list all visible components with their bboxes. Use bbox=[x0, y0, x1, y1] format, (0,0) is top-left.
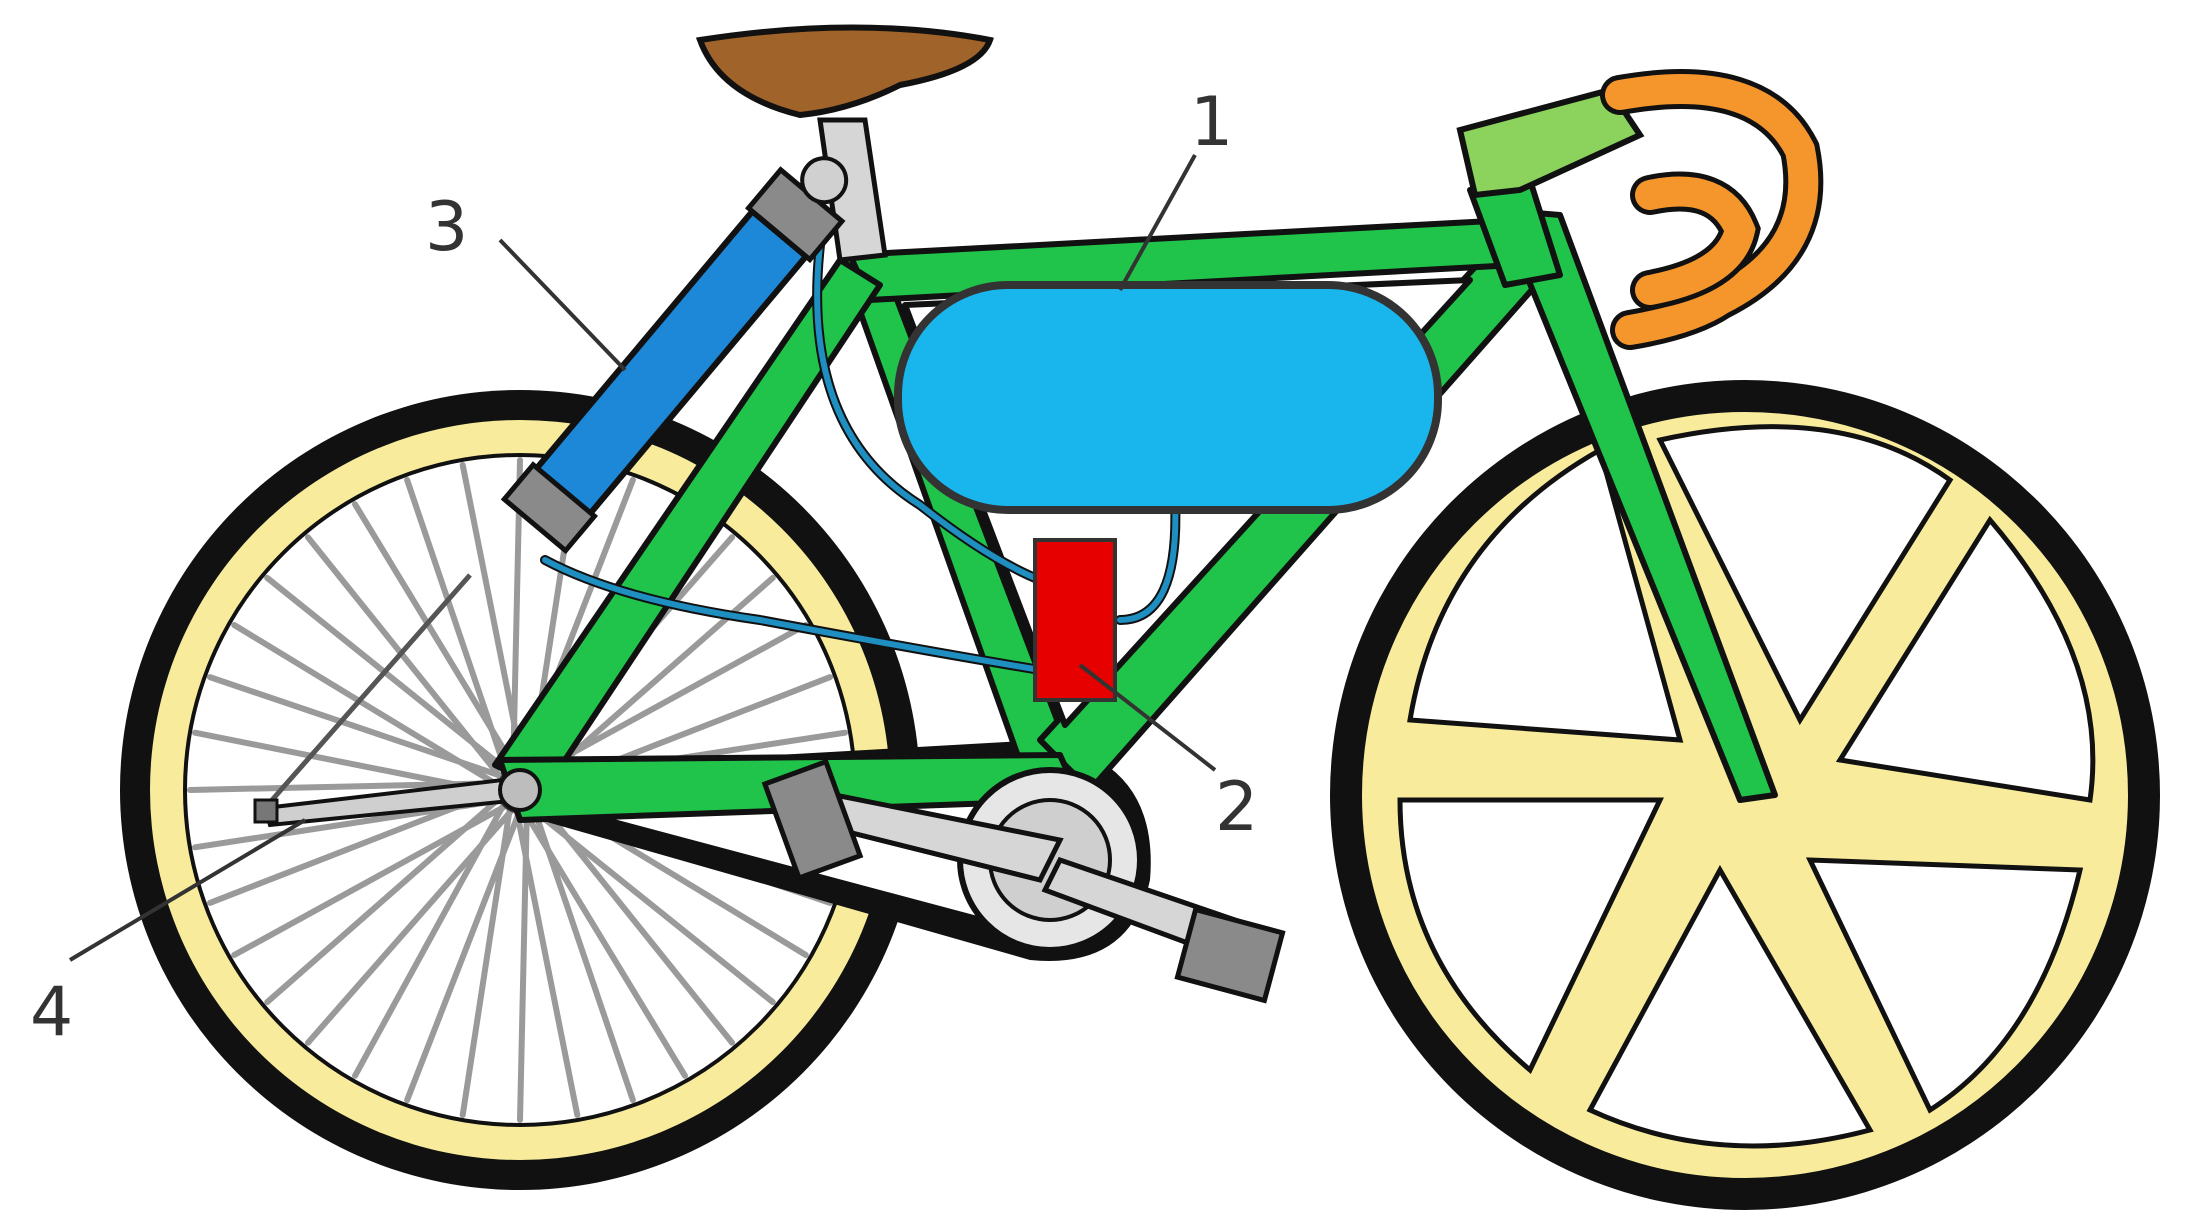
rear-spoke bbox=[304, 805, 517, 1046]
rear-spoke bbox=[534, 797, 736, 1046]
leader-1 bbox=[1118, 154, 1197, 291]
rear-spoke bbox=[304, 534, 506, 783]
handlebar-drop bbox=[1635, 176, 1756, 305]
stem bbox=[1456, 86, 1645, 199]
leader-3 bbox=[498, 238, 627, 372]
hose-right bbox=[1117, 497, 1179, 623]
handlebar bbox=[1605, 74, 1819, 345]
callout-3: 3 bbox=[425, 188, 468, 267]
callout-2: 2 bbox=[1215, 768, 1258, 847]
rod-line bbox=[263, 573, 472, 810]
crankset bbox=[498, 758, 1286, 1004]
rod-end bbox=[253, 798, 279, 824]
rear-spoke bbox=[231, 622, 504, 790]
front-spoke-gap-5 bbox=[1397, 797, 1664, 1074]
red-unit bbox=[1033, 538, 1117, 702]
front-spoke-gap-3 bbox=[1805, 857, 2084, 1114]
callout-1: 1 bbox=[1190, 83, 1233, 162]
front-spoke-gap-4 bbox=[1586, 864, 1874, 1149]
rear-spoke bbox=[192, 729, 504, 797]
leader-2 bbox=[1078, 663, 1217, 772]
pedal-rear bbox=[761, 758, 864, 882]
saddle bbox=[695, 24, 994, 119]
leader-4 bbox=[68, 818, 307, 962]
pedal-front bbox=[1174, 906, 1286, 1004]
hose-lower bbox=[542, 557, 1043, 673]
cylinder-mount bbox=[800, 156, 849, 205]
front-spoke-gap-2 bbox=[1835, 515, 2096, 803]
rear-spoke bbox=[404, 476, 511, 778]
tank bbox=[894, 281, 1442, 514]
callout-4: 4 bbox=[30, 973, 73, 1052]
cylinder-end-lower bbox=[500, 461, 599, 555]
cylinder bbox=[500, 156, 849, 555]
rear-spoke bbox=[404, 807, 523, 1104]
handlebar-assembly bbox=[1456, 69, 1824, 350]
leader-lines bbox=[68, 154, 1217, 962]
rear-spoke bbox=[231, 802, 511, 958]
front-spoke-gap-6 bbox=[1407, 446, 1684, 743]
hose-upper bbox=[814, 242, 1043, 583]
rear-spoke bbox=[529, 802, 636, 1104]
rear-spoke bbox=[529, 622, 809, 778]
rear-wheel bbox=[120, 390, 920, 1190]
front-spoke-gap-1 bbox=[1656, 424, 1954, 726]
rear-spoke bbox=[517, 805, 530, 1123]
hoses-fill bbox=[542, 242, 1179, 673]
rod bbox=[253, 573, 472, 824]
rear-axle bbox=[498, 768, 542, 812]
